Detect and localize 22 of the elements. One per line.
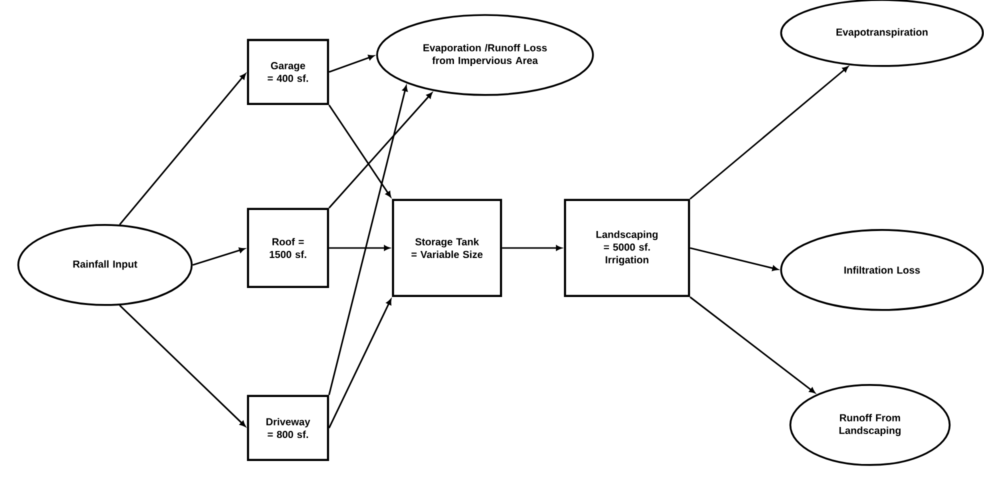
process-box: Garage = 400 sf. bbox=[246, 38, 330, 106]
arrow bbox=[328, 104, 392, 198]
arrow bbox=[329, 245, 390, 251]
arrow bbox=[690, 296, 816, 394]
arrow bbox=[328, 298, 392, 428]
arrow bbox=[328, 92, 432, 208]
ellipse-node: Evaporation /Runoff Loss from Impervious Area bbox=[376, 14, 594, 96]
process-box: Landscaping = 5000 sf. Irrigation bbox=[564, 198, 690, 298]
ellipse-node: Infiltration Loss bbox=[780, 229, 984, 311]
arrow bbox=[119, 304, 246, 427]
arrow bbox=[192, 248, 245, 266]
ellipse-node: Rainfall Input bbox=[17, 224, 193, 306]
process-box: Storage Tank = Variable Size bbox=[392, 198, 502, 298]
arrow bbox=[502, 245, 562, 251]
process-box: Roof = 1500 sf. bbox=[246, 208, 330, 288]
arrow bbox=[328, 54, 374, 73]
arrow bbox=[328, 86, 408, 396]
process-box: Driveway = 800 sf. bbox=[246, 394, 330, 462]
arrow bbox=[690, 247, 778, 271]
arrow bbox=[690, 66, 848, 200]
arrow bbox=[119, 74, 246, 226]
ellipse-node: Runoff From Landscaping bbox=[789, 384, 951, 466]
